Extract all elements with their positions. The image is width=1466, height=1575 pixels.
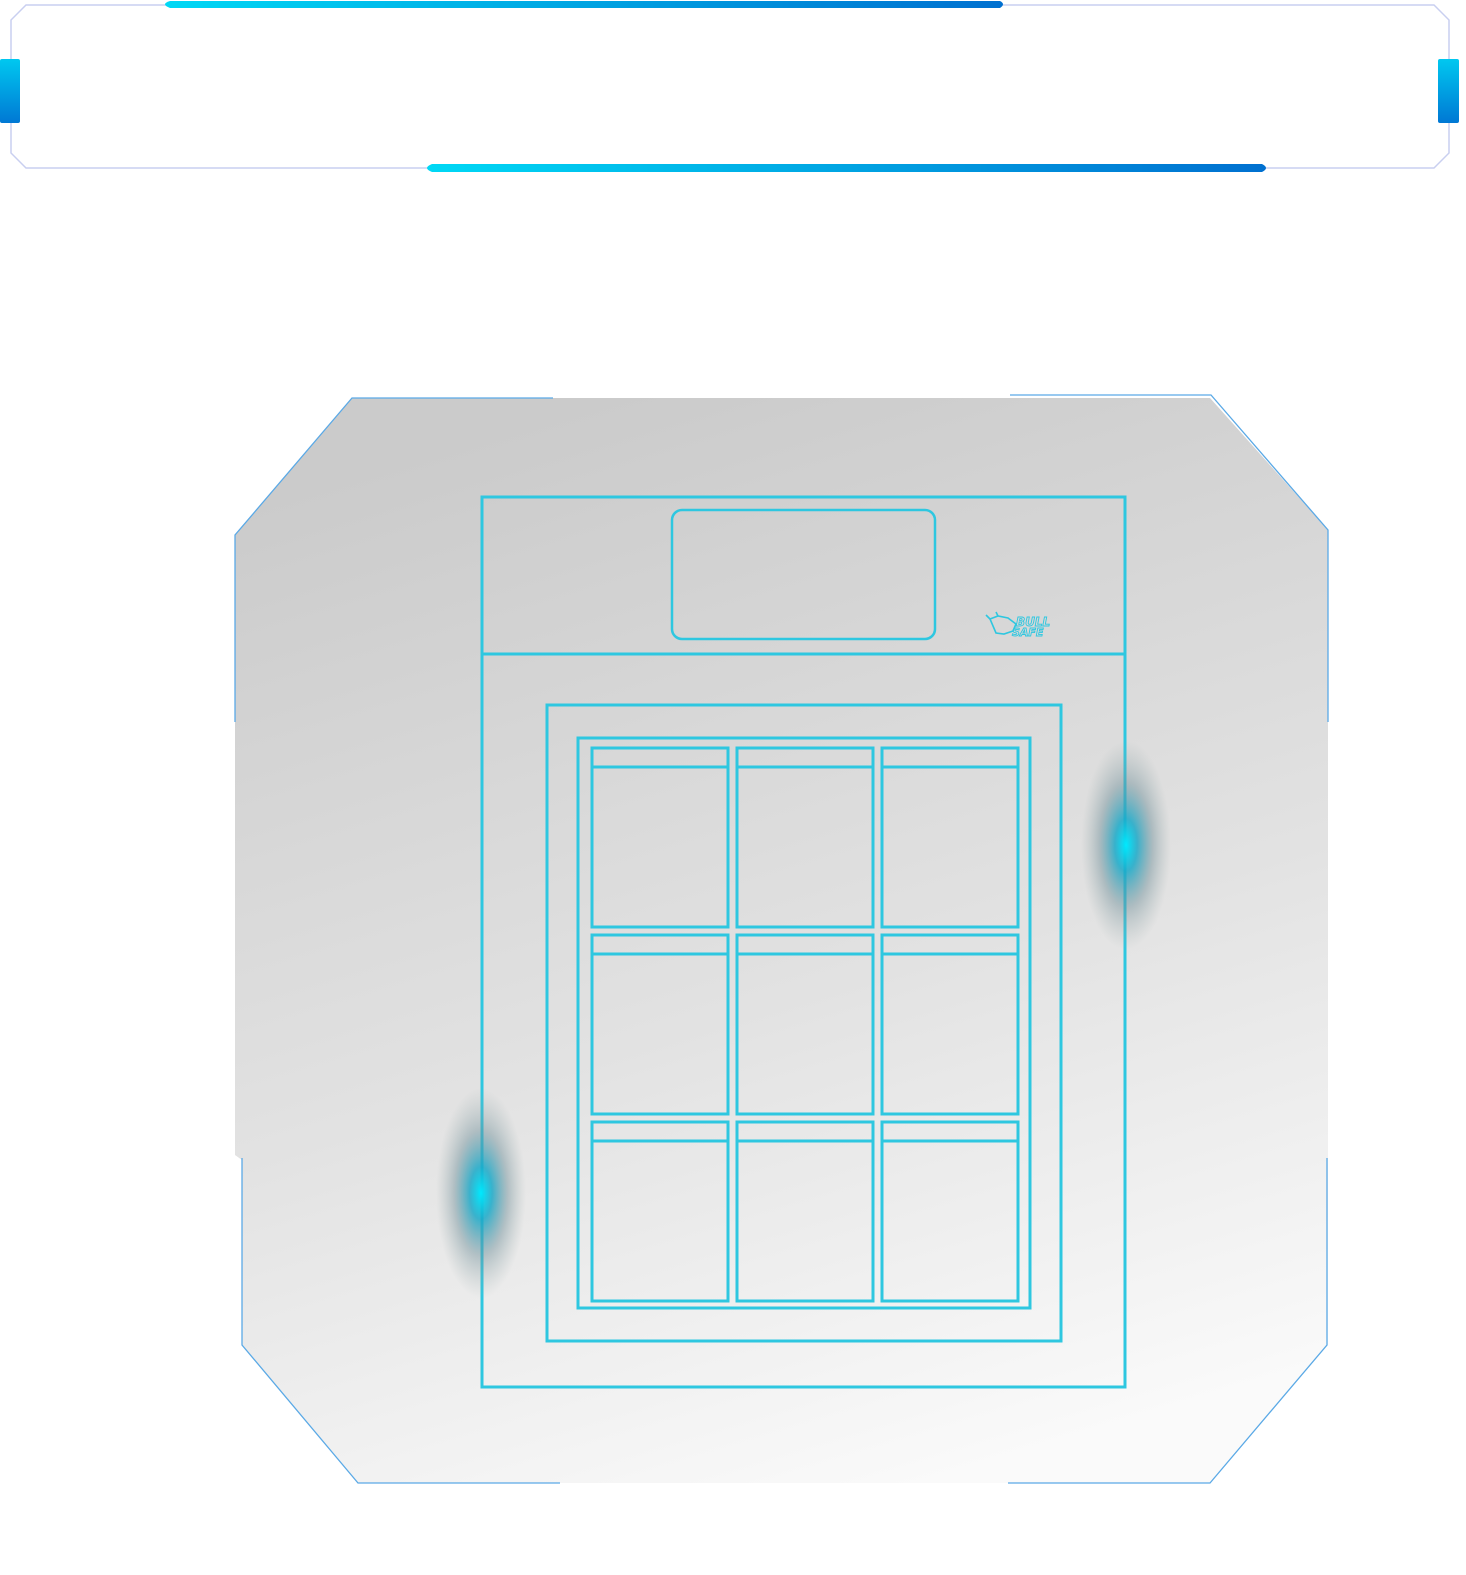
- brand-logo: BULL SAFE: [985, 611, 1051, 639]
- showcase-border-bottom-right: [1008, 1158, 1328, 1484]
- showcase-border-top-left: [234, 397, 553, 722]
- locker-door[interactable]: [590, 746, 730, 929]
- locker-door[interactable]: [735, 933, 875, 1116]
- bull-icon: [985, 611, 1017, 635]
- locker-door[interactable]: [880, 1120, 1020, 1303]
- header-accent-bottom: [427, 164, 1266, 172]
- locker-door[interactable]: [735, 1120, 875, 1303]
- locker-door[interactable]: [880, 933, 1020, 1116]
- header-panel-frame: [10, 4, 1450, 169]
- locker-door[interactable]: [735, 746, 875, 929]
- cabinet-door-inner-frame: [576, 736, 1032, 1310]
- header-left-tab: [0, 59, 20, 123]
- cabinet-door-outer-frame: [545, 703, 1063, 1343]
- locker-compartment[interactable]: [590, 933, 730, 1116]
- cabinet-display-screen[interactable]: [670, 508, 937, 641]
- locker-door[interactable]: [880, 746, 1020, 929]
- header-accent-top: [165, 1, 1003, 8]
- locker-door[interactable]: [590, 933, 730, 1116]
- left-glow-highlight: [436, 1088, 526, 1298]
- right-glow-highlight: [1081, 740, 1171, 950]
- brand-logo-line1: BULL: [1016, 615, 1050, 629]
- locker-door[interactable]: [590, 1120, 730, 1303]
- header-right-tab: [1438, 59, 1459, 123]
- brand-logo-line2: SAFE: [1012, 626, 1044, 639]
- locker-compartment[interactable]: [735, 1120, 875, 1303]
- locker-compartment[interactable]: [880, 1120, 1020, 1303]
- showcase-panel-background: [235, 398, 1328, 1483]
- locker-compartment[interactable]: [735, 933, 875, 1116]
- showcase-border-bottom-left: [241, 1158, 560, 1484]
- locker-compartment[interactable]: [880, 746, 1020, 929]
- showcase-panel: [234, 394, 1329, 1484]
- locker-compartment[interactable]: [735, 746, 875, 929]
- showcase-border-top-right: [1010, 394, 1329, 722]
- locker-grid: [590, 746, 1020, 1303]
- locker-compartment[interactable]: [590, 1120, 730, 1303]
- header-panel: [0, 1, 1459, 172]
- locker-compartment[interactable]: [590, 746, 730, 929]
- locker-compartment[interactable]: [880, 933, 1020, 1116]
